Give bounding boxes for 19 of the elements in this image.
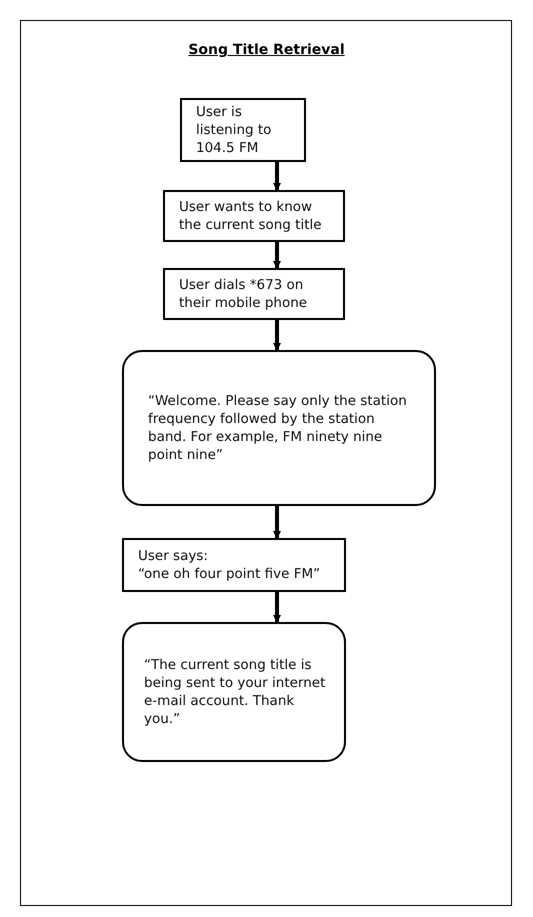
arrow <box>273 320 281 351</box>
process-box <box>180 98 306 162</box>
rounded-message-box <box>122 622 346 762</box>
arrow <box>273 242 281 269</box>
diagram-title: Song Title Retrieval <box>187 42 346 58</box>
arrow <box>273 506 281 539</box>
box-text: User is listening to 104.5 FM <box>196 102 272 158</box>
box-text: User dials *673 on their mobile phone <box>179 276 308 312</box>
box-text: “Welcome. Please say only the station frequency followed by the station band. For example, FM ninety nine point nine” <box>148 392 408 464</box>
arrow <box>273 162 281 191</box>
process-box <box>163 190 345 242</box>
process-box <box>163 268 345 320</box>
arrow <box>273 592 281 623</box>
box-text: User says: <box>138 546 209 565</box>
process-box <box>122 538 346 592</box>
rounded-message-box <box>122 350 436 506</box>
box-text: “one oh four point five FM” <box>138 565 322 584</box>
box-text: “The current song title is being sent to your internet e-mail account. Thank you.” <box>144 656 326 728</box>
box-text: User wants to know the current song title <box>179 198 323 234</box>
